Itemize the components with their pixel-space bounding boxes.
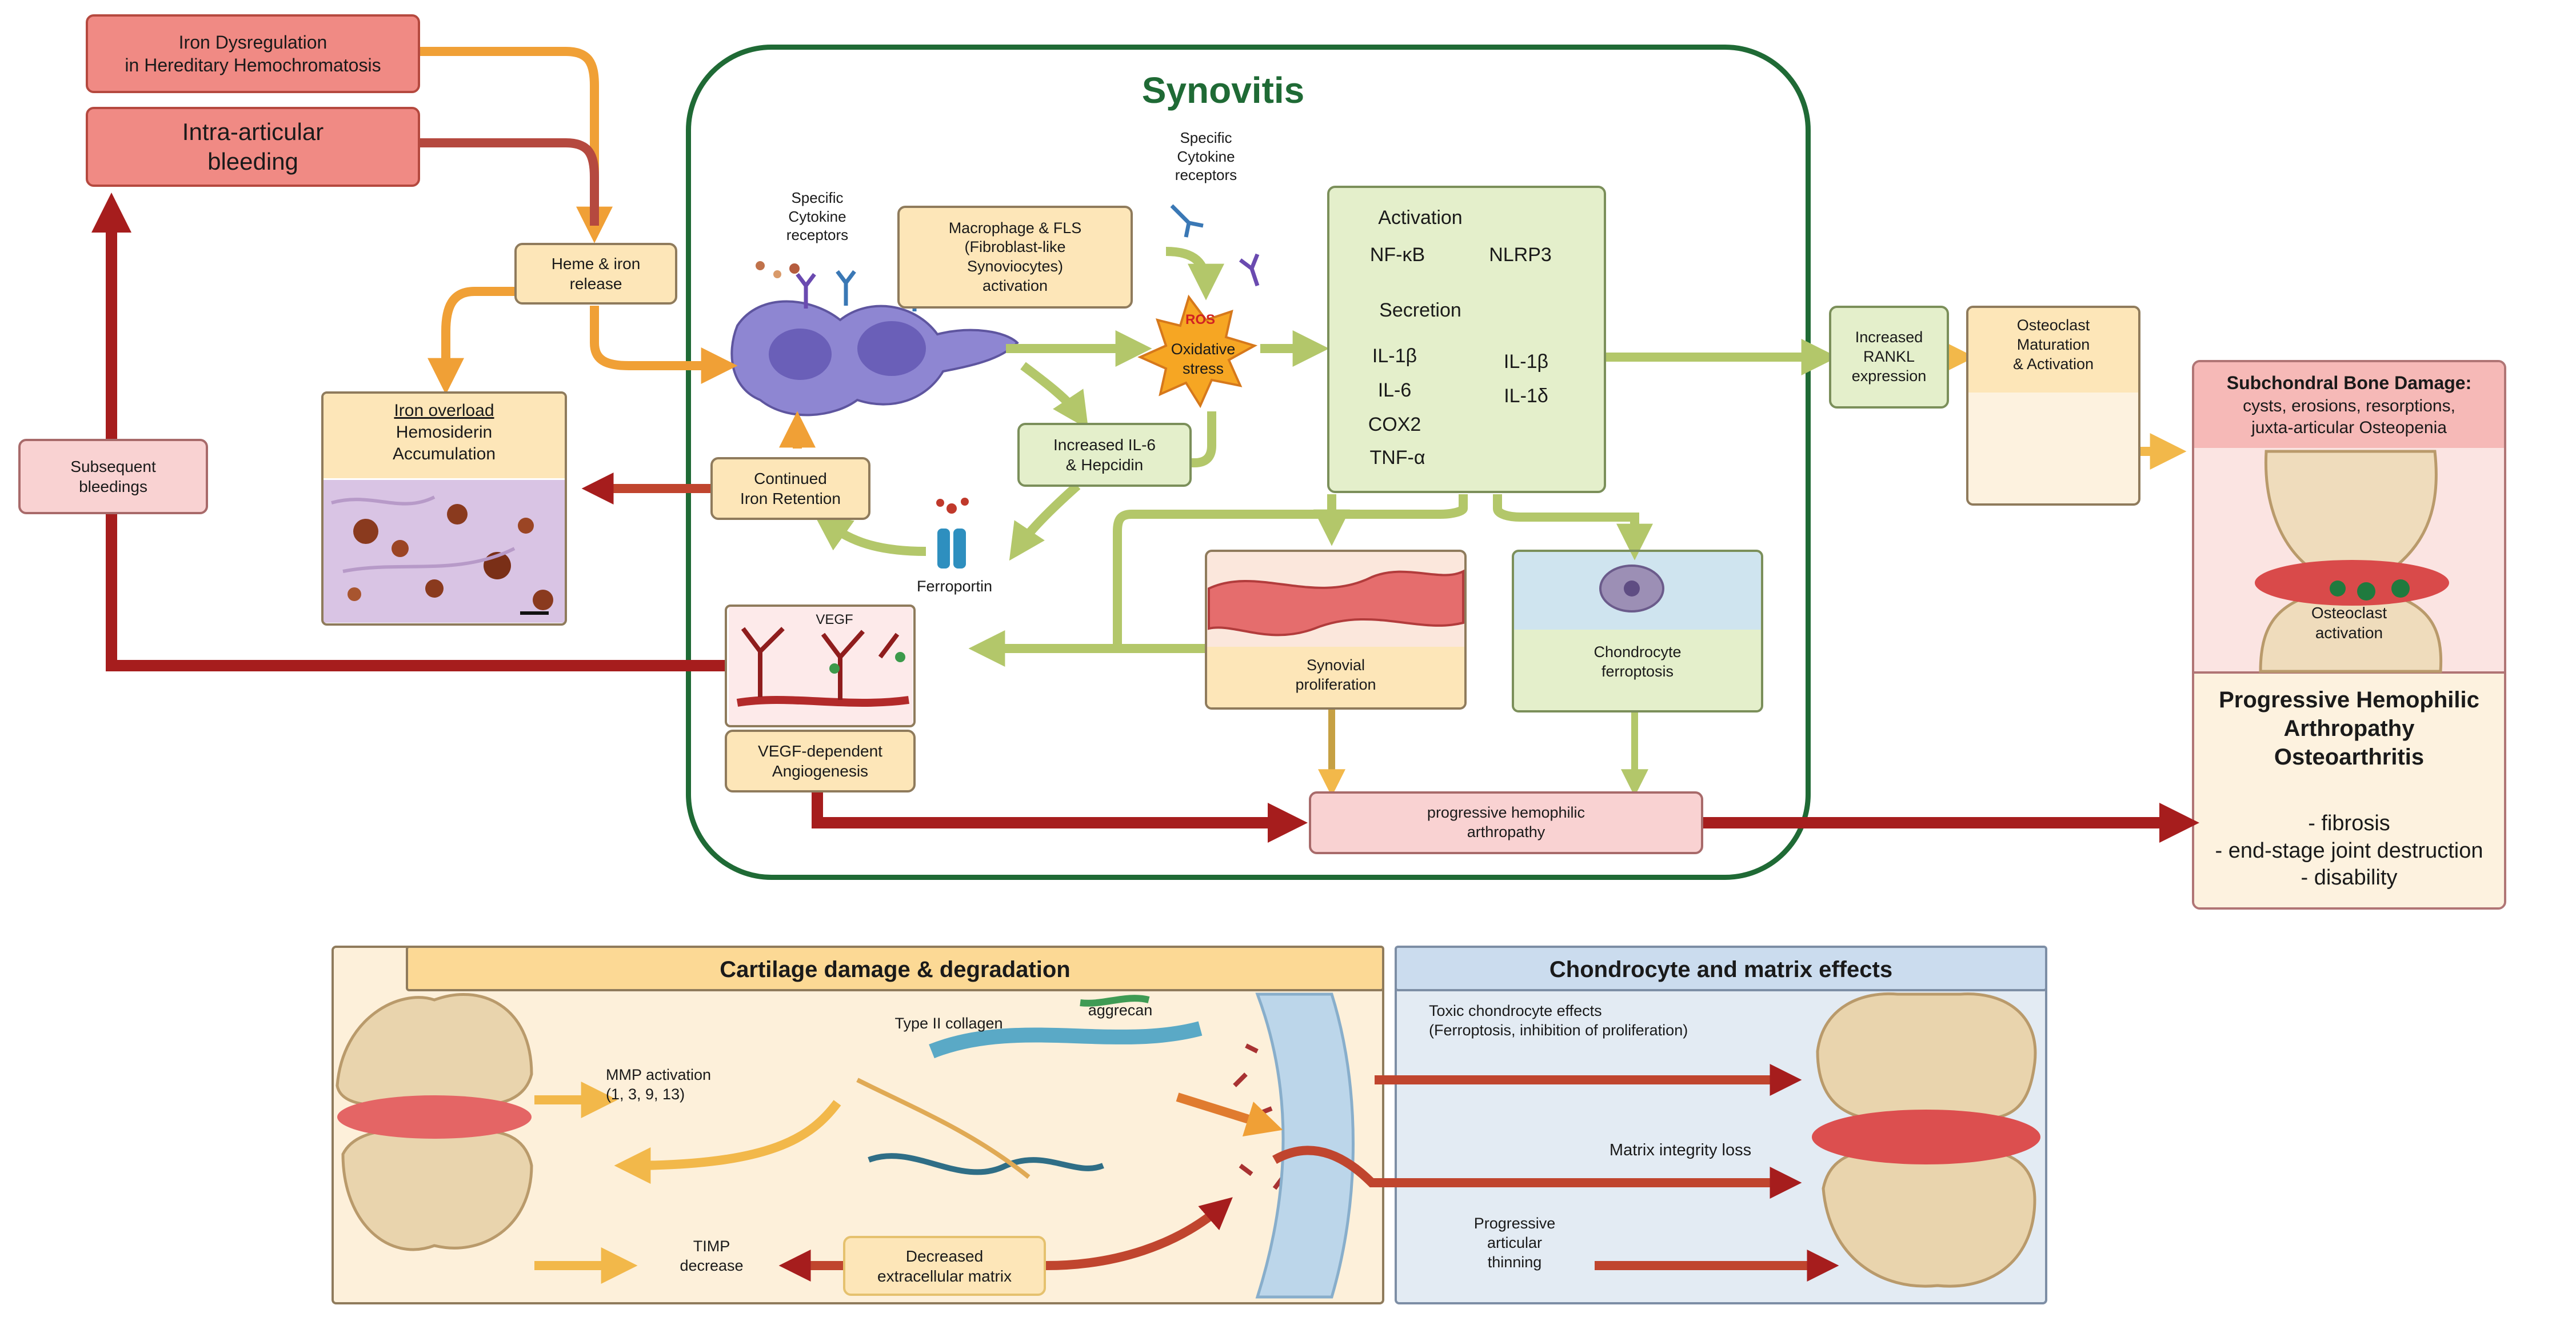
vegf-angiogenesis-box: VEGF-dependent Angiogenesis: [725, 730, 916, 792]
cytokine-box: [1327, 186, 1606, 493]
activation-label: Activation: [1378, 207, 1463, 229]
type2-collagen-label: Type II collagen: [894, 1015, 1003, 1032]
continued-iron-retention-box: Continued Iron Retention: [710, 457, 870, 520]
progressive-arthropathy-box: progressive hemophilic arthropathy: [1309, 791, 1703, 854]
aggrecan-label: aggrecan: [1088, 1002, 1153, 1019]
vegf-label: VEGF: [816, 612, 853, 627]
subchondral-header: [2194, 362, 2504, 448]
macrophage-fls-box: Macrophage & FLS (Fibroblast-like Synovi…: [897, 206, 1133, 309]
specific-receptors-top-label: Specific Cytokine receptors: [1175, 129, 1237, 183]
activation-item: NF-κB: [1369, 244, 1425, 266]
decreased-ecm-box: Decreased extracellular matrix: [843, 1236, 1046, 1296]
toxic-effects-label: Toxic chondrocyte effects (Ferroptosis, …: [1429, 1002, 1688, 1039]
chondrocyte-title: Chondrocyte and matrix effects: [1549, 957, 1893, 982]
articular-thinning-label: Progressive articular thinning: [1473, 1215, 1556, 1271]
outcomes-list: - fibrosis - end-stage joint destruction…: [2215, 811, 2483, 890]
cartilage-header: [406, 946, 1384, 991]
osteoclast-card-header: [1968, 308, 2138, 393]
subchondral-body: cysts, erosions, resorptions, juxta-arti…: [2243, 397, 2455, 437]
iron-dysregulation-box: Iron Dysregulation in Hereditary Hemochr…: [86, 14, 420, 93]
iron-overload-body: Hemosiderin Accumulation: [392, 423, 496, 463]
chondrocyte-art: [1514, 552, 1761, 630]
progressive-title: Progressive Hemophilic Arthropathy Osteo…: [2219, 687, 2479, 770]
cartilage-title: Cartilage damage & degradation: [720, 957, 1071, 982]
vegf-card: [725, 605, 916, 727]
iron-overload-card: [321, 391, 567, 626]
ferroportin-channel: [936, 498, 969, 569]
specific-receptors-left-label: Specific Cytokine receptors: [786, 189, 849, 243]
iron-overload-title: Iron overload: [394, 401, 494, 420]
ros-label: ROS: [1185, 312, 1215, 327]
secretion-label: Secretion: [1379, 299, 1461, 321]
intra-articular-bleeding-box: Intra-articular bleeding: [86, 107, 420, 187]
osteoclast-maturation-label: Osteoclast Maturation & Activation: [2012, 317, 2094, 373]
bottom-left-joint-art: [336, 992, 533, 1251]
secretion-item: IL-1δ: [1504, 385, 1548, 407]
ferroportin-label: Ferroportin: [916, 578, 993, 595]
timp-decrease-label: TIMP decrease: [680, 1238, 744, 1274]
synovitis-title: Synovitis: [1141, 70, 1305, 111]
chondrocyte-ferroptosis-label: Chondrocyte ferroptosis: [1593, 643, 1682, 680]
matrix-loss-label: Matrix integrity loss: [1609, 1141, 1752, 1159]
mmp-activation-label: MMP activation (1, 3, 9, 13): [606, 1066, 712, 1103]
macrophage-cells: [730, 261, 1019, 417]
secretion-item: IL-1β: [1503, 351, 1549, 373]
secretion-item: COX2: [1368, 414, 1421, 435]
synovial-proliferation-label: Synovial proliferation: [1295, 657, 1376, 693]
activation-item: NLRP3: [1489, 244, 1552, 266]
bottom-right-joint-art: [1812, 992, 2040, 1288]
chondrocyte-card-footer: [1514, 630, 1761, 710]
synovial-card-footer: [1207, 647, 1464, 707]
oxidative-stress-burst: [1137, 294, 1258, 409]
iron-overload-header: [324, 394, 565, 478]
secretion-item: IL-1β: [1372, 345, 1417, 367]
histology-image: [323, 480, 566, 623]
subchondral-title: Subchondral Bone Damage:: [2226, 373, 2472, 393]
vegf-vessels: [729, 607, 913, 726]
subchondral-joint-art: [2255, 450, 2449, 673]
secretion-item: TNF-α: [1369, 447, 1425, 469]
increased-rankl-box: Increased RANKL expression: [1829, 306, 1949, 409]
heme-iron-release-box: Heme & iron release: [514, 243, 677, 305]
chondrocyte-card: [1512, 550, 1763, 712]
osteoclast-activation-label: Osteoclast activation: [2311, 604, 2387, 642]
secretion-item: IL-6: [1377, 379, 1412, 401]
oxidative-stress-label: Oxidative stress: [1171, 341, 1236, 377]
cartilage-surface-art: [1255, 992, 1355, 1299]
increased-il6-box: Increased IL-6 & Hepcidin: [1017, 423, 1192, 487]
subsequent-bleedings-box: Subsequent bleedings: [18, 439, 208, 514]
chondrocyte-header: [1395, 946, 2047, 991]
synovial-tissue-art: [1207, 552, 1464, 647]
synovial-card: [1205, 550, 1467, 710]
synovitis-panel: [686, 45, 1811, 880]
